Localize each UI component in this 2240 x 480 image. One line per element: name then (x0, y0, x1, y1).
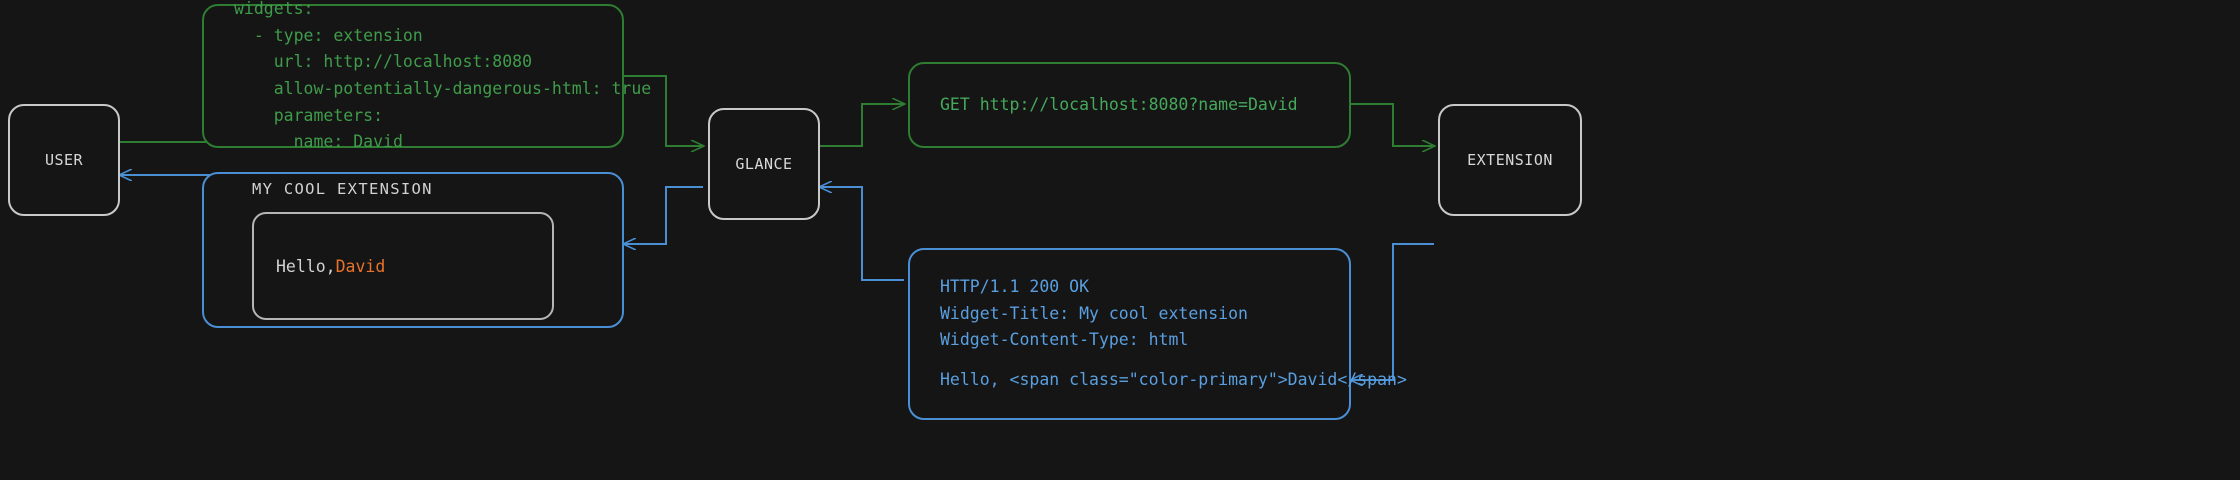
actor-user-label: USER (44, 151, 84, 169)
edge-glance-to-widget (624, 186, 703, 244)
actor-extension-label: EXTENSION (1467, 151, 1553, 169)
widget-accent-name: David (335, 256, 386, 276)
actor-glance[interactable]: GLANCE (708, 108, 820, 220)
actor-extension[interactable]: EXTENSION (1438, 104, 1582, 216)
response-line-0: HTTP/1.1 200 OK (940, 277, 1090, 296)
http-request-box: GET http://localhost:8080?name=David (908, 62, 1351, 148)
config-line-3: allow-potentially-dangerous-html: true (234, 79, 652, 98)
config-line-2: url: http://localhost:8080 (234, 52, 533, 72)
response-line-1: Widget-Title: My cool extension (940, 303, 1248, 323)
response-line-2: Widget-Content-Type: html (940, 330, 1189, 350)
config-line-1: - type: extension (234, 25, 423, 45)
config-line-5: name: David (234, 132, 403, 152)
config-line-4: parameters: (234, 105, 384, 125)
edge-glance-to-request (820, 104, 904, 147)
edge-request-to-extension (1351, 103, 1434, 146)
response-line-blank (940, 354, 1319, 367)
config-line-0: widgets: (234, 0, 314, 18)
widget-preview-title: MY COOL EXTENSION (252, 180, 433, 198)
edge-extension-to-response (1351, 243, 1434, 380)
actor-user[interactable]: USER (8, 104, 120, 216)
config-yaml-box: widgets: - type: extension url: http://l… (202, 0, 652, 151)
http-response-box: HTTP/1.1 200 OK Widget-Title: My cool ex… (908, 248, 1407, 420)
actor-glance-label: GLANCE (735, 155, 793, 173)
edge-response-to-glance (820, 187, 904, 281)
widget-preview-box: MY COOL EXTENSION Hello, David (202, 172, 624, 328)
response-line-4: Hello, <span class="color-primary">David… (940, 370, 1407, 390)
widget-preview-content: Hello, David (252, 212, 554, 320)
widget-greeting-text: Hello, (276, 256, 336, 276)
request-line-0: GET http://localhost:8080?name=David (940, 94, 1298, 114)
